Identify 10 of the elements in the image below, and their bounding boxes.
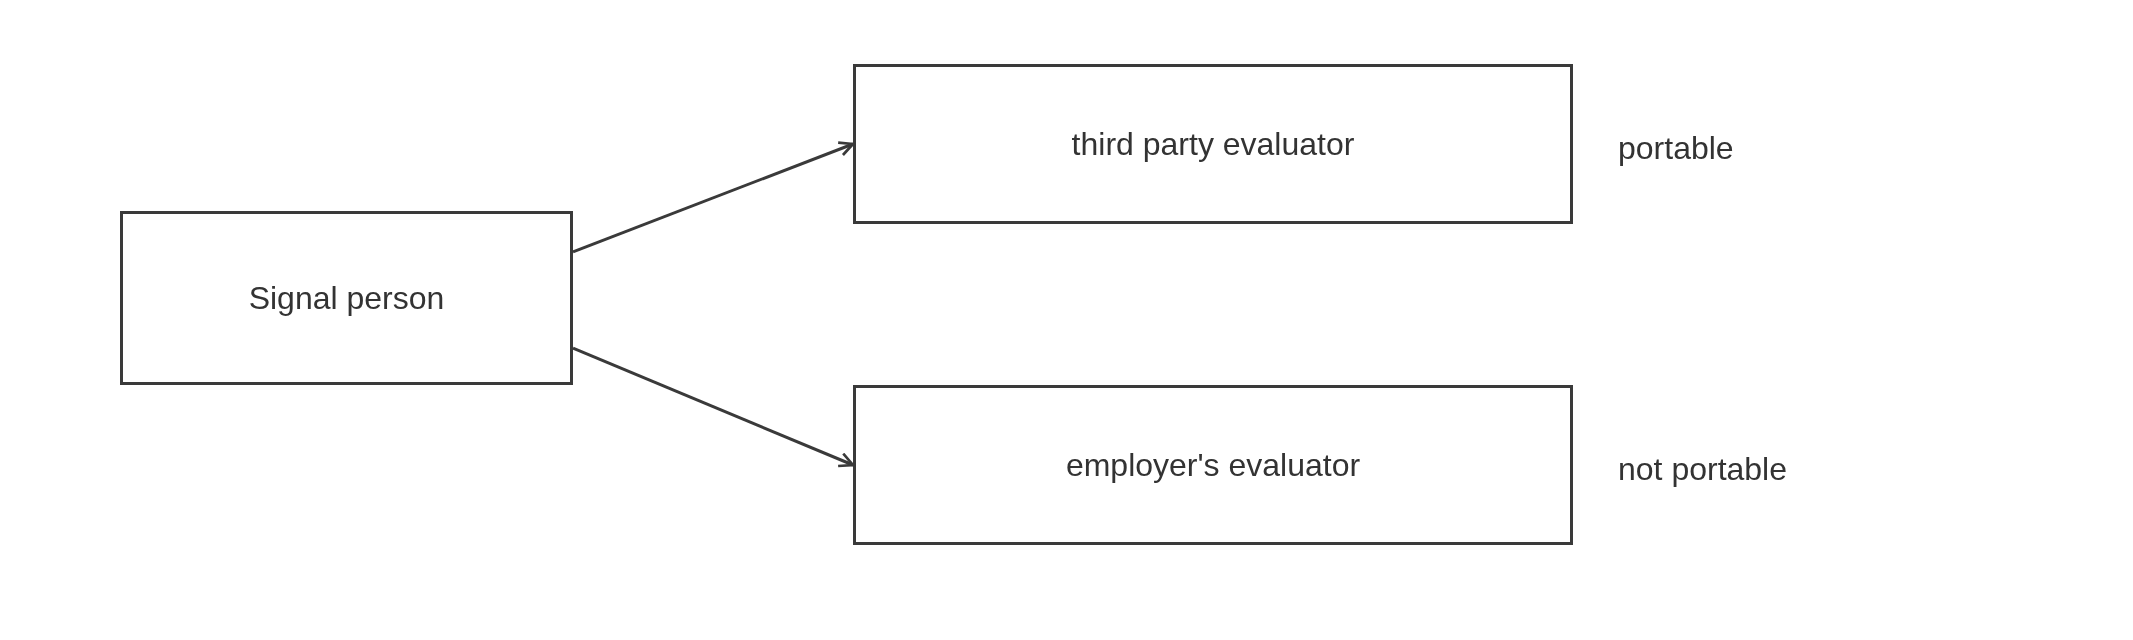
arrow [572, 141, 855, 254]
process-box [120, 211, 573, 385]
side-note: portable [1618, 129, 1734, 168]
process-box [853, 385, 1573, 545]
side-note: not portable [1618, 450, 1787, 489]
box-label: third party evaluator [1071, 125, 1355, 164]
arrow [572, 346, 855, 468]
box-label: employer's evaluator [1065, 446, 1361, 485]
box-label: Signal person [248, 279, 445, 318]
process-box [853, 64, 1573, 224]
